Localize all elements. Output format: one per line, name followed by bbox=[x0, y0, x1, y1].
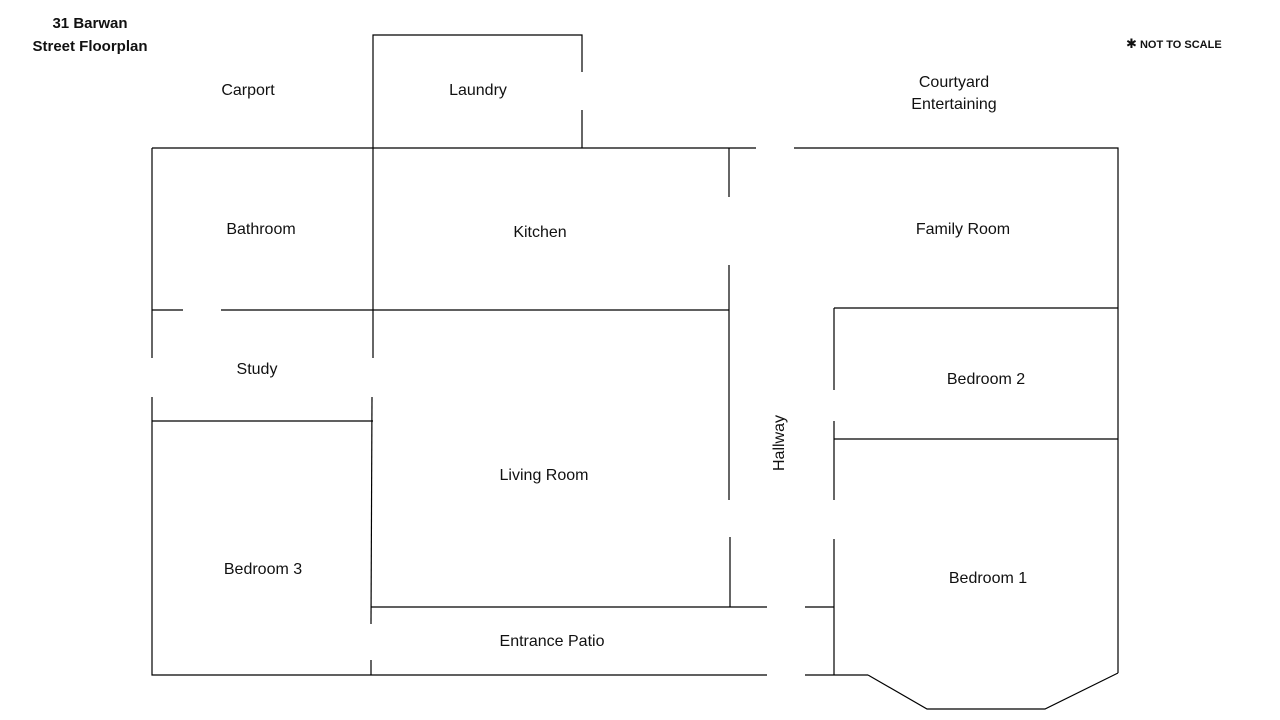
room-label-laundry: Laundry bbox=[449, 82, 507, 99]
room-label-kitchen: Kitchen bbox=[513, 224, 567, 241]
plan-title: 31 Barwan Street Floorplan bbox=[10, 12, 170, 58]
room-label-courtyard-line2: Entertaining bbox=[911, 96, 997, 113]
central-wall-lower bbox=[370, 396, 373, 625]
left-exterior-wall-lower bbox=[151, 397, 767, 676]
laundry-wall bbox=[372, 34, 583, 148]
room-label-hallway: Hallway bbox=[771, 414, 788, 472]
scale-note-text: NOT TO SCALE bbox=[1139, 39, 1222, 51]
asterisk-icon: ✱ bbox=[1126, 36, 1137, 51]
room-label-bedroom-1: Bedroom 1 bbox=[948, 570, 1028, 587]
room-label-bathroom: Bathroom bbox=[226, 221, 296, 238]
room-label-bedroom-3: Bedroom 3 bbox=[223, 561, 303, 578]
scale-note: ✱ NOT TO SCALE bbox=[1126, 36, 1222, 52]
room-label-carport: Carport bbox=[221, 82, 275, 99]
room-label-entrance-patio: Entrance Patio bbox=[499, 633, 605, 650]
room-label-living-room: Living Room bbox=[499, 467, 589, 484]
room-label-family-room: Family Room bbox=[915, 221, 1011, 238]
plan-title-line1: 31 Barwan bbox=[52, 15, 128, 32]
plan-title-line2: Street Floorplan bbox=[32, 38, 148, 55]
bay-window bbox=[867, 672, 1119, 710]
room-label-study: Study bbox=[236, 361, 278, 378]
room-label-courtyard: Courtyard Entertaining bbox=[911, 72, 996, 116]
top-exterior-wall-right bbox=[794, 147, 1119, 673]
room-label-bedroom-2: Bedroom 2 bbox=[946, 371, 1026, 388]
room-label-courtyard-line1: Courtyard bbox=[918, 74, 990, 91]
